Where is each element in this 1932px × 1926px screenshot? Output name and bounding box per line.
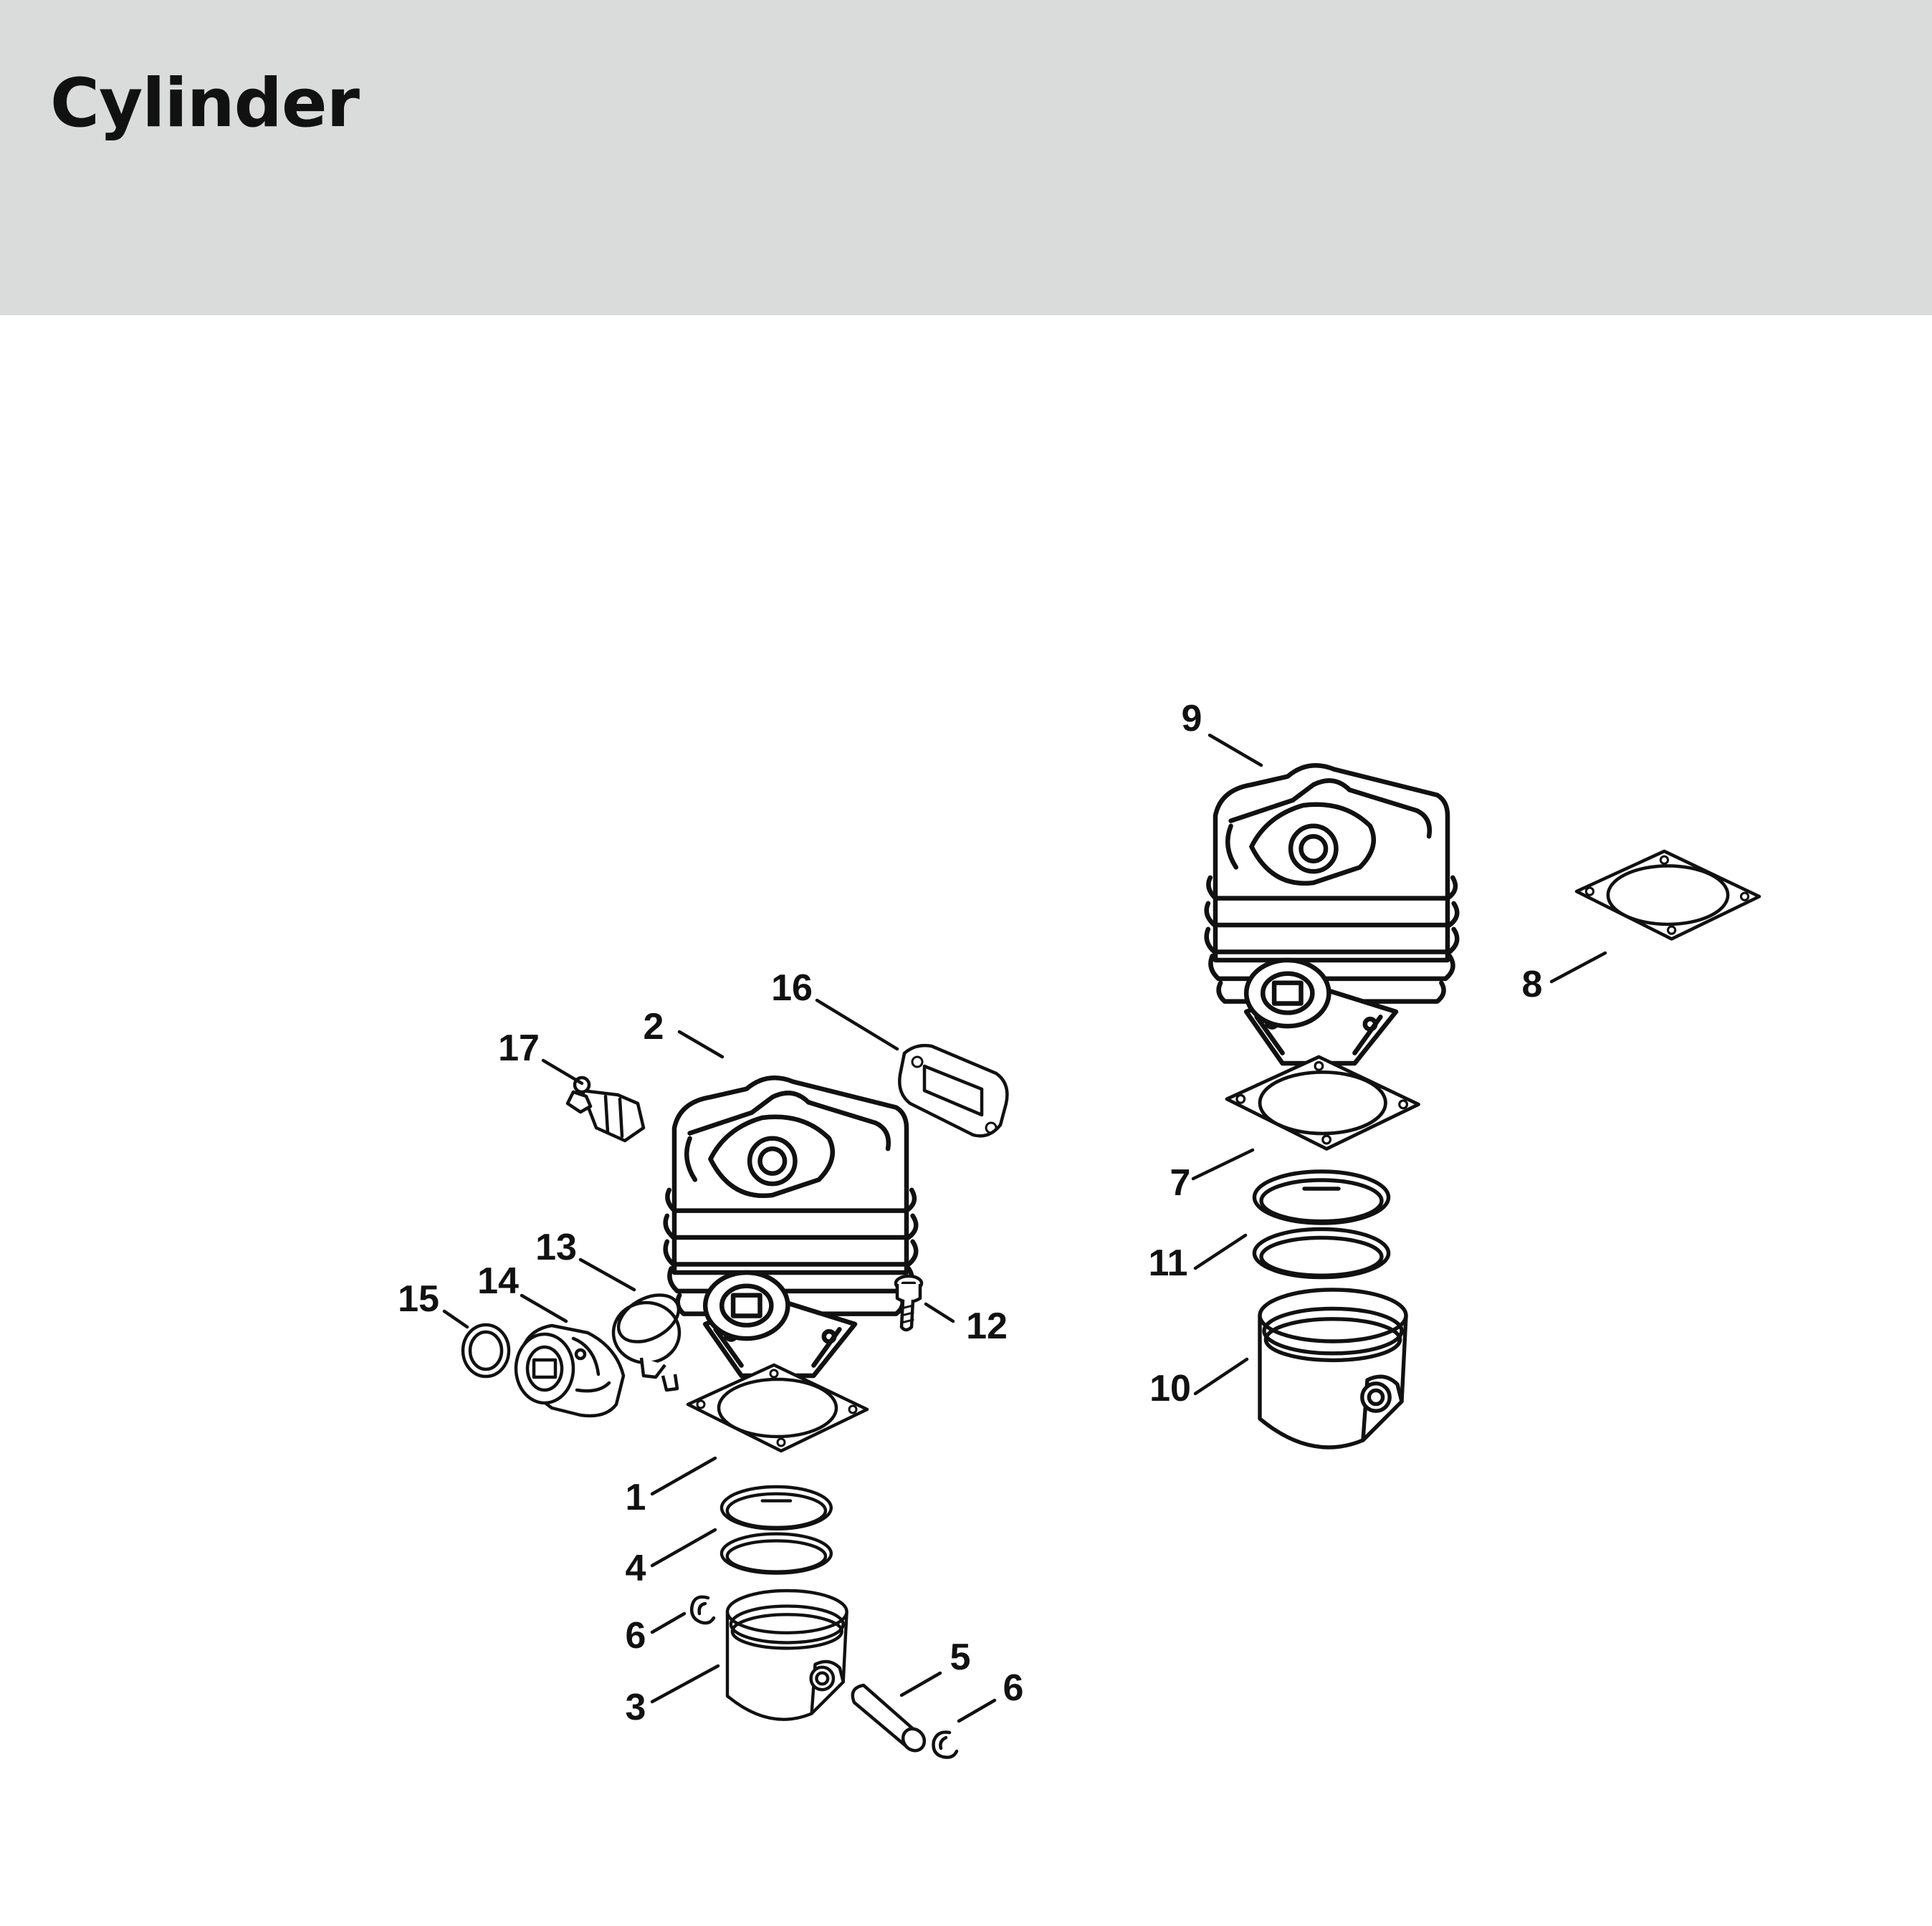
hose-clamp [611,1293,682,1392]
page-title: Cylinder [50,64,360,143]
screw [894,1274,924,1332]
exhaust-gasket [898,1043,1009,1138]
callout-12: 12 [966,1305,1008,1347]
callout-9: 9 [1182,698,1202,739]
piston-right [1260,1290,1406,1447]
callout-8: 8 [1522,964,1543,1005]
callout-5: 5 [950,1637,971,1678]
flange [461,1323,511,1379]
cylinder-right [1207,765,1458,1063]
callout-1: 1 [626,1477,646,1518]
callout-2: 2 [644,1006,664,1048]
callout-7: 7 [1170,1162,1191,1204]
callout-11: 11 [1149,1242,1188,1284]
base-gasket-left [688,1365,867,1451]
circlip-lower [932,1730,959,1759]
callout-13: 13 [535,1227,577,1268]
cylinder-left [666,1078,917,1376]
piston-left [727,1591,847,1720]
piston-rings-right [1254,1172,1388,1278]
callout-3: 3 [626,1687,646,1728]
piston-rings-left [722,1487,831,1573]
callout-4: 4 [626,1548,646,1589]
callout-15: 15 [398,1278,439,1320]
callout-6b: 6 [1003,1667,1024,1709]
piston-pin [851,1683,927,1753]
spark-plug [565,1075,646,1143]
base-gasket-right-lower [1227,1057,1419,1149]
base-gasket-right-upper [1577,851,1759,939]
header-band: Cylinder [0,0,1932,315]
leader-lines [442,733,1607,1723]
intake-manifold [514,1323,626,1418]
callout-16: 16 [771,967,813,1009]
callout-10: 10 [1149,1368,1191,1409]
callout-labels: 1 2 3 4 5 6 6 7 8 9 10 11 12 13 14 15 16… [398,698,1542,1728]
callout-6a: 6 [626,1615,646,1657]
circlip-upper [690,1595,716,1625]
callout-14: 14 [477,1260,519,1302]
callout-17: 17 [498,1027,540,1069]
